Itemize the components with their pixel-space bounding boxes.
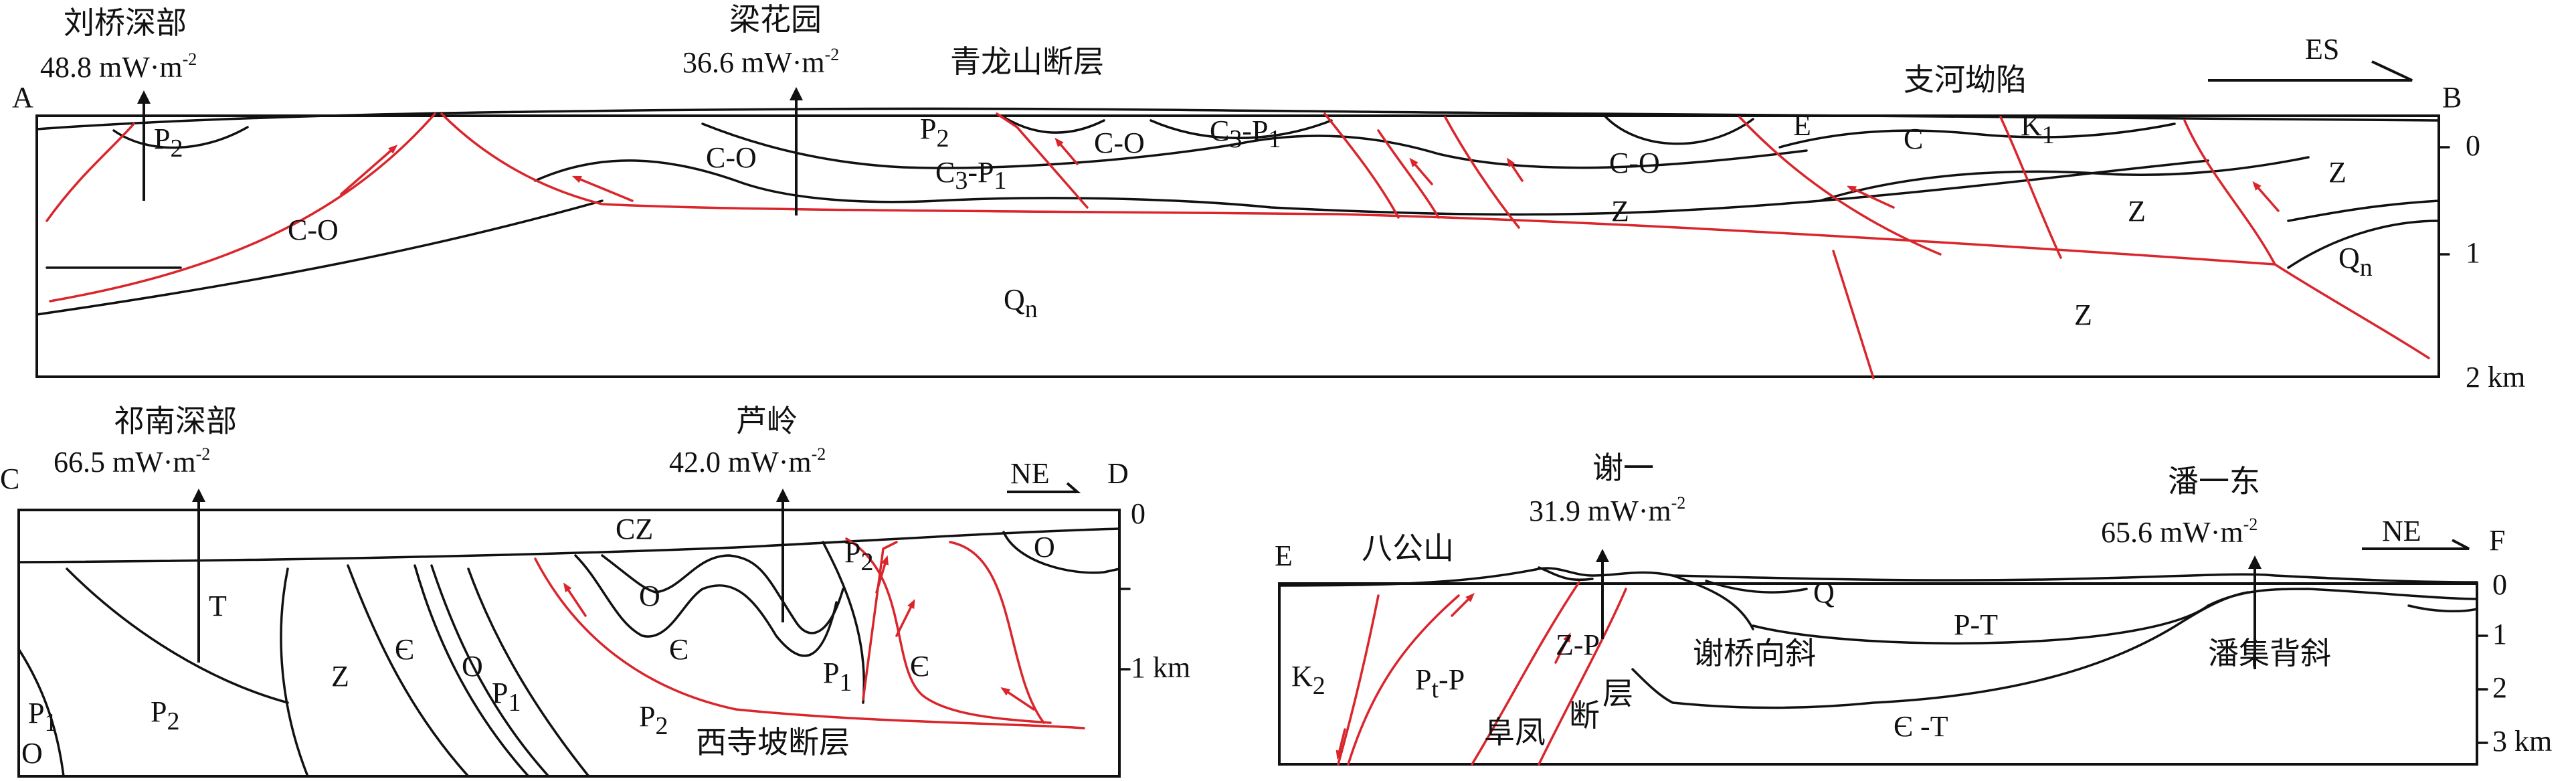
unit-ef-zp: Z-P [1556, 628, 1600, 661]
station-xieyi-heatflow: 31.9 mW·m-2 [1529, 493, 1685, 527]
section-cd: C D NE 祁南深部 66.5 mW·m-2 芦岭 42.0 mW·m-2 西… [0, 403, 1190, 778]
station-qinan-heatflow: 66.5 mW·m-2 [54, 444, 210, 479]
unit-ef-camt: Є -T [1894, 710, 1948, 743]
unit-ab-c3p1-b: C3-P1 [1210, 114, 1281, 153]
fault-xisipo: 西寺坡断层 [696, 724, 850, 760]
depth-tick-ef-3: 3 km [2492, 725, 2552, 758]
depth-tick-cd-0: 0 [1131, 497, 1145, 530]
station-panyidong-name: 潘一东 [2168, 463, 2260, 499]
direction-label-ef: NE [2382, 515, 2421, 547]
unit-cd-cam-fold: Є [669, 633, 688, 666]
unit-cd-o-left: O [21, 737, 43, 770]
section-cd-frame [17, 509, 1121, 778]
endpoint-b: B [2442, 81, 2462, 114]
unit-ab-co-mid: C-O [706, 141, 757, 174]
unit-ab-c3p1-a: C3-P1 [935, 156, 1006, 195]
section-ef-frame [1278, 582, 2478, 766]
station-panyidong-heatflow: 65.6 mW·m-2 [2101, 515, 2258, 549]
unit-ab-z-r3: Z [2328, 156, 2347, 189]
endpoint-f: F [2489, 524, 2505, 557]
section-ab: A B ES 刘桥深部 48.8 mW·m-2 梁花园 36.6 mW·m-2 … [12, 1, 2525, 394]
unit-cd-o-mid: O [462, 650, 483, 683]
depth-tick-cd-1: 1 km [1131, 651, 1190, 684]
unit-cd-p2-top: P2 [844, 536, 873, 576]
depth-tick-ef-2: 2 [2492, 671, 2507, 704]
place-bagongshan: 八公山 [1362, 530, 1454, 566]
station-lianghuayuan-heatflow: 36.6 mW·m-2 [682, 45, 839, 79]
unit-cd-p1-left: P1 [28, 697, 57, 737]
station-qinan-name: 祁南深部 [114, 403, 237, 439]
section-ef-surface [1278, 567, 2478, 587]
station-luling-heatflow: 42.0 mW·m-2 [669, 444, 826, 479]
section-ab-surface [35, 107, 2440, 131]
endpoint-d: D [1107, 457, 1129, 490]
fault-fufeng-a: 阜凤 [1484, 714, 1546, 750]
unit-ab-p2-mid: P2 [920, 112, 949, 153]
fault-fufeng-b: 断 [1569, 697, 1600, 733]
unit-cd-p1-mid: P1 [492, 677, 521, 717]
structure-xieqiao: 谢桥向斜 [1693, 635, 1816, 671]
structure-panji: 潘集背斜 [2208, 635, 2331, 671]
depth-tick-ab-1: 1 [2466, 236, 2480, 269]
direction-label-cd: NE [1010, 457, 1050, 490]
unit-cd-t: T [209, 590, 227, 622]
endpoint-e: E [1275, 539, 1293, 572]
unit-ab-co-right: C-O [1609, 147, 1660, 179]
station-liuqiao-name: 刘桥深部 [64, 5, 187, 41]
section-ab-frame [35, 114, 2440, 378]
unit-cd-p1-fold: P1 [823, 657, 852, 697]
direction-arrow-cd [1007, 482, 1081, 493]
unit-ef-q: Q [1813, 576, 1835, 609]
fault-fufeng-c: 层 [1602, 675, 1633, 711]
depth-tick-ab-2: 2 km [2466, 361, 2525, 394]
direction-arrow-es [2208, 60, 2413, 82]
unit-ab-z-r2: Z [2074, 298, 2092, 331]
station-luling-name: 芦岭 [736, 403, 798, 439]
unit-cd-o-fold: O [639, 580, 660, 612]
unit-ef-pt: P-T [1954, 608, 1998, 641]
depth-tick-ab-0: 0 [2466, 129, 2480, 162]
station-liuqiao-heatflow: 48.8 mW·m-2 [40, 50, 197, 84]
direction-label-es: ES [2305, 33, 2339, 66]
unit-ab-co-left: C-O [288, 213, 339, 246]
fault-qinglongshan: 青龙山断层 [950, 44, 1104, 80]
endpoint-c: C [0, 462, 19, 495]
unit-cd-cz: CZ [616, 513, 653, 545]
unit-ab-c-right: C [1904, 122, 1923, 155]
unit-cd-o-right: O [1034, 531, 1055, 563]
unit-cd-z: Z [331, 660, 349, 693]
endpoint-a: A [12, 81, 33, 114]
section-cd-surface [17, 527, 1121, 563]
unit-cd-cam1: Є [395, 633, 414, 666]
unit-ab-z-r1: Z [2128, 195, 2146, 228]
unit-cd-p2-bottom: P2 [639, 700, 668, 740]
unit-ab-co-mid2: C-O [1094, 126, 1145, 159]
unit-ab-k1-right: K1 [2021, 109, 2055, 149]
depth-tick-ef-1: 1 [2492, 618, 2507, 650]
unit-ab-e-right: E [1793, 109, 1811, 142]
unit-ab-qn-center: Qn [1004, 283, 1038, 323]
structure-zhihe: 支河坳陷 [1904, 62, 2027, 98]
direction-arrow-ef [2362, 539, 2470, 550]
unit-ab-z-mid: Z [1611, 195, 1629, 228]
unit-cd-p2-left: P2 [151, 695, 179, 735]
unit-ab-qn-right: Qn [2338, 242, 2373, 282]
station-lianghuayuan-name: 梁花园 [729, 1, 822, 37]
unit-ab-p2-left: P2 [154, 122, 183, 163]
station-xieyi-name: 谢一 [1592, 450, 1654, 486]
unit-cd-cam-right: Є [910, 650, 929, 683]
unit-ef-k2: K2 [1291, 660, 1325, 700]
section-ef: E F NE 八公山 谢一 31.9 mW·m-2 潘一东 65.6 mW·m-… [1275, 450, 2552, 766]
unit-ef-ptp: Pt-P [1415, 663, 1465, 703]
depth-tick-ef-0: 0 [2492, 568, 2507, 601]
